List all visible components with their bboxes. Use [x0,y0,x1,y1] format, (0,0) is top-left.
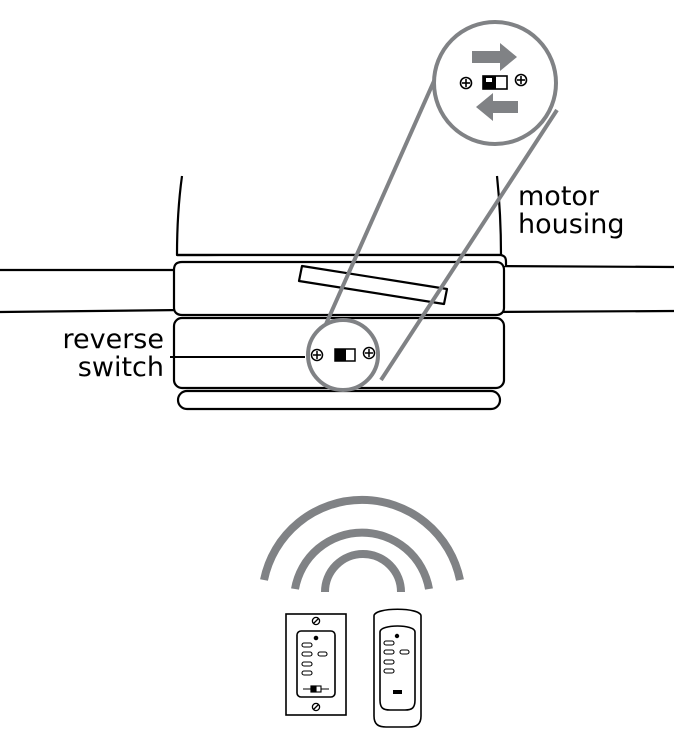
slide-switch-icon [334,348,356,362]
right-arrow-icon [472,43,517,71]
handheld-remote-icon [373,608,422,728]
left-arrow-icon [476,93,518,121]
slide-switch-icon [482,75,508,90]
reverse-switch-label: reverse switch [60,324,165,383]
screw-icon [459,76,473,90]
reverse-switch-label-line-1: reverse [62,324,165,355]
magnifier-connector [324,71,559,382]
screw-icon [362,346,376,360]
wall-control-icon [285,613,347,716]
motor-housing-label: motor housing [518,183,625,239]
wireless-signal-icon [260,495,464,593]
reverse-switch-label-line-2: switch [77,352,164,383]
screw-icon [310,348,324,362]
motor-housing-band [172,260,506,317]
motor-housing-bottom-rim [176,389,502,411]
screw-icon [514,73,528,87]
housing-slot [297,264,449,306]
motor-housing-label-line-1: motor [518,181,600,212]
motor-housing-top [175,175,508,266]
motor-housing-label-line-2: housing [518,209,625,240]
